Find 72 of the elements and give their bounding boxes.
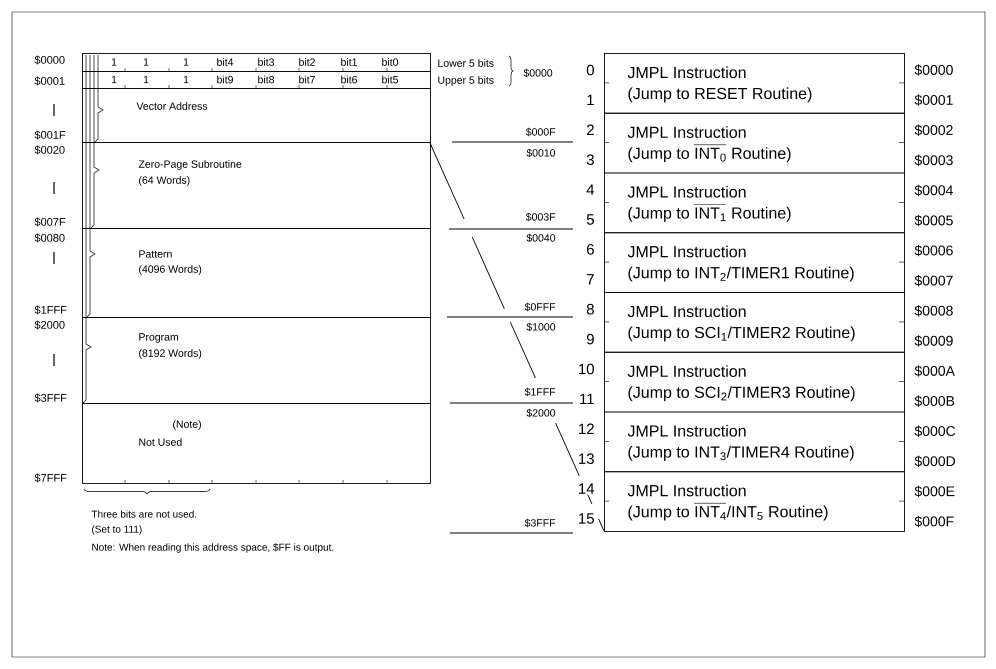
- note-text: Note: When reading this address space, $FF is output.: [90, 542, 336, 554]
- address-label: $0007: [913, 274, 954, 288]
- address-label: $0010: [525, 148, 557, 158]
- address-label: $2000: [525, 408, 557, 418]
- address-label: $1000: [525, 322, 557, 332]
- memory-region-box: Zero-Page Subroutine (64 Words): [82, 142, 431, 229]
- vector-box: JMPL Instruction (Jump to INT$_{1}$ Routine): [604, 172, 905, 234]
- address-label: $1FFF: [33, 304, 68, 316]
- address-label: $000F: [913, 514, 956, 528]
- address-label: $000F: [524, 126, 557, 138]
- row-number: 8: [585, 302, 596, 316]
- address-label: $000D: [913, 454, 957, 468]
- address-label: $0001: [33, 76, 66, 86]
- vector-box: JMPL Instruction (Jump to INT$_{2}$/TIMER1 Routine): [604, 232, 905, 293]
- bit-row: 1 1 1 bit4 bit3 bit2 bit1 bit0: [82, 53, 431, 72]
- note-text: Three bits are not used.: [90, 509, 198, 519]
- address-label: $000E: [913, 484, 956, 498]
- address-label: $0005: [913, 214, 954, 228]
- row-number: 11: [578, 392, 596, 406]
- vector-box: JMPL Instruction (Jump to INT$_{4}$/INT$_{5}$ Routine): [604, 471, 905, 532]
- address-label: $000B: [913, 394, 956, 408]
- address-label: $0080: [33, 232, 66, 244]
- row-number: 4: [585, 183, 596, 196]
- vector-box: JMPL Instruction (Jump to INT$_{3}$/TIMER4 Routine): [604, 412, 905, 472]
- address-label: $3FFF: [33, 392, 68, 404]
- memory-region-box: Pattern (4096 Words): [82, 228, 431, 318]
- address-label: $0004: [913, 184, 954, 198]
- address-label: $7FFF: [33, 472, 68, 484]
- memory-region-box: (Note) Not Used: [82, 403, 431, 484]
- address-label: $0001: [913, 93, 954, 107]
- address-label: $0006: [913, 244, 954, 258]
- bit-row: 1 1 1 bit9 bit8 bit7 bit6 bit5: [82, 71, 431, 89]
- address-label: $2000: [33, 320, 66, 330]
- row-number: 13: [576, 452, 596, 465]
- address-label: $3FFF: [524, 518, 557, 528]
- bit-group-label: Lower 5 bits: [436, 58, 496, 68]
- address-label: $0000: [913, 63, 954, 77]
- row-number: 7: [585, 273, 596, 286]
- row-number: 12: [576, 422, 596, 436]
- row-number: 5: [585, 213, 596, 226]
- address-label: $003F: [524, 212, 557, 222]
- row-number: 9: [585, 332, 596, 346]
- address-label: $0020: [33, 144, 66, 156]
- address-label: $1FFF: [524, 386, 557, 398]
- row-number: 0: [585, 64, 596, 76]
- note-text: (Set to 111): [90, 524, 144, 536]
- address-label: $0040: [525, 232, 557, 244]
- row-number: 1: [585, 94, 596, 106]
- row-number: 3: [585, 153, 596, 166]
- address-label: $001F: [33, 130, 67, 140]
- vector-box: JMPL Instruction (Jump to SCI$_{1}$/TIMER2 Routine): [604, 292, 905, 353]
- vector-box: JMPL Instruction (Jump to INT$_{0}$ Routine): [604, 112, 905, 174]
- address-label: $0000: [33, 54, 66, 66]
- address-label: $0000: [522, 68, 554, 78]
- address-label: $0008: [913, 304, 954, 318]
- address-label: $0002: [913, 124, 954, 137]
- row-number: 15: [576, 512, 596, 525]
- vector-box: JMPL Instruction (Jump to RESET Routine): [604, 53, 905, 114]
- address-label: $0FFF: [524, 302, 557, 312]
- row-number: 2: [585, 124, 596, 136]
- memory-region-box: Vector Address: [82, 88, 431, 143]
- memory-region-box: Program (8192 Words): [82, 317, 431, 404]
- address-label: $000A: [913, 364, 956, 378]
- row-number: 10: [576, 362, 596, 376]
- bit-group-label: Upper 5 bits: [436, 75, 496, 87]
- address-label: $007F: [33, 216, 67, 228]
- row-number: 14: [576, 482, 596, 495]
- address-label: $0003: [913, 154, 954, 167]
- address-label: $000C: [913, 424, 957, 438]
- address-label: $0009: [913, 334, 954, 348]
- vector-box: JMPL Instruction (Jump to SCI$_{2}$/TIMER3 Routine): [604, 352, 905, 412]
- row-number: 6: [585, 243, 596, 256]
